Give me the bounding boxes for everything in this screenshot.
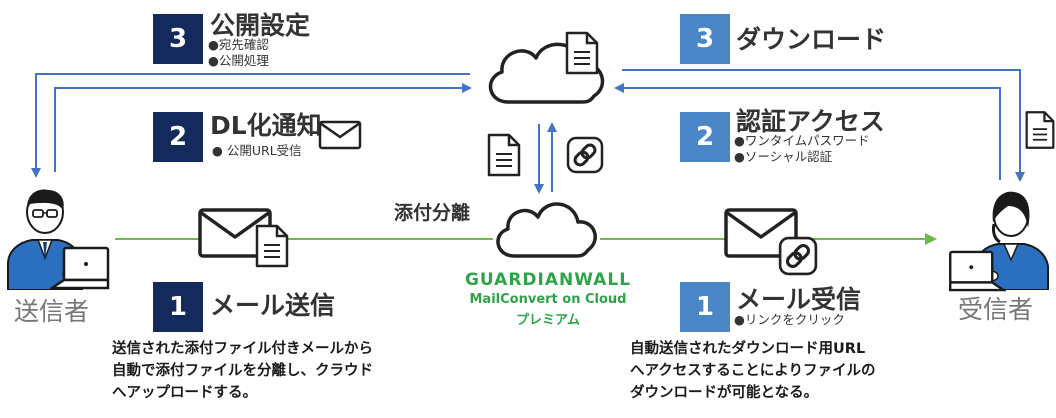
document-icon	[565, 31, 599, 75]
sender-description-line: へアップロードする。	[112, 385, 257, 401]
step-badge-left-1: 1	[153, 282, 203, 332]
link-icon	[778, 236, 818, 276]
document-icon	[255, 224, 289, 268]
left-outer-arrow	[31, 73, 470, 178]
laptop-icon	[50, 246, 110, 290]
brand-name: GUARDIANWALL	[464, 270, 632, 290]
step-item-left-2-a: ● 公開URL受信	[212, 143, 302, 158]
step-title-right-1: メール受信	[736, 285, 862, 314]
sender-description-line: 自動で添付ファイルを分離し、クラウド	[112, 363, 373, 379]
step-title-left-2: DL化通知	[210, 111, 322, 140]
brand-edition: プレミアム	[515, 313, 581, 328]
step-badge-left-3: 3	[153, 14, 203, 64]
document-icon	[487, 133, 521, 177]
step-item-right-2-a: ●ワンタイムパスワード	[734, 133, 870, 148]
brand-product: MailConvert on Cloud	[469, 292, 627, 307]
receiver-description-line: 自動送信されたダウンロード用URL	[630, 341, 866, 357]
link-icon	[566, 136, 604, 174]
step-badge-right-3: 3	[680, 14, 730, 64]
receiver-label: 受信者	[958, 295, 1034, 324]
step-title-left-3: 公開設定	[210, 11, 311, 40]
left-inner-arrow	[54, 83, 472, 172]
sender-label: 送信者	[14, 297, 90, 326]
sender-description-line: 送信された添付ファイル付きメールから	[112, 341, 373, 357]
laptop-icon	[949, 250, 1006, 292]
step-badge-left-2: 2	[153, 112, 203, 162]
step-title-right-3: ダウンロード	[736, 25, 887, 54]
sender-description: 送信された添付ファイル付きメールから 自動で添付ファイルを分離し、クラウド へア…	[112, 338, 373, 404]
right-outer-arrow	[622, 69, 1025, 182]
receiver-description-line: へアクセスすることによりファイルの	[630, 363, 876, 379]
step-item-left-3-b: ●公開処理	[208, 53, 269, 68]
step-badge-right-1: 1	[680, 282, 730, 332]
cloud-icon	[496, 202, 597, 258]
document-icon	[1025, 111, 1055, 149]
envelope-icon	[724, 208, 798, 258]
receiver-description: 自動送信されたダウンロード用URL へアクセスすることによりファイルの ダウンロ…	[630, 338, 875, 404]
step-title-left-1: メール送信	[210, 291, 336, 320]
envelope-icon	[318, 120, 362, 150]
step-item-right-1-a: ●リンクをクリック	[734, 312, 845, 327]
step-badge-right-2: 2	[680, 112, 730, 162]
separation-label: 添付分離	[394, 202, 471, 224]
step-item-right-2-b: ●ソーシャル認証	[734, 149, 833, 164]
right-inner-arrow	[614, 83, 1001, 180]
receiver-description-line: ダウンロードが可能となる。	[630, 385, 819, 401]
step-item-left-3-a: ●宛先確認	[208, 37, 269, 52]
step-title-right-2: 認証アクセス	[736, 107, 885, 136]
